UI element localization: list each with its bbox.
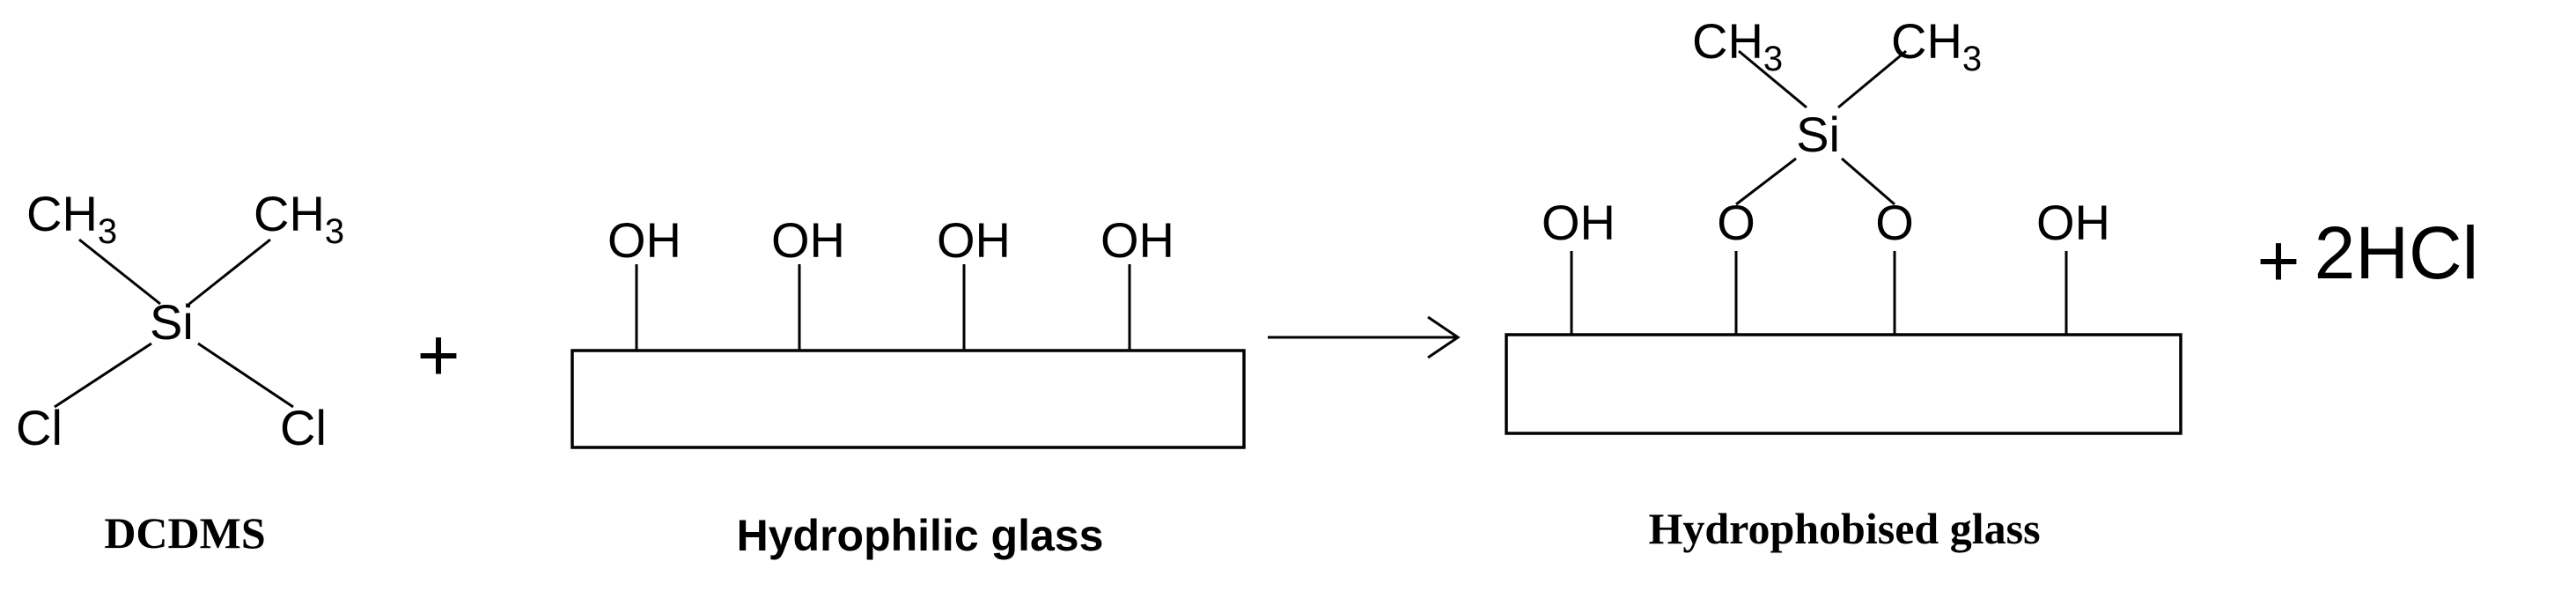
hydrophobised-glass-plate [1505,333,2182,435]
hydrophobised-silicon-atom: Si [1796,107,1840,162]
dcdms-bond-si-methyl-right [188,238,271,306]
hydrophilic-hydroxyl-1: OH [607,212,681,268]
dcdms-bond-si-cl-left [54,342,152,409]
hydrophobised-glass-caption: Hydrophobised glass [1648,504,2040,553]
plus-sign-first: + [416,314,460,396]
hydrophilic-glass: OH OH OH OH Hydrophilic glass [570,212,1246,560]
reaction-arrow [1268,315,1461,359]
hydrophilic-hydroxyl-3: OH [937,212,1011,268]
hydrophobised-hydroxyl-right: OH [2036,195,2110,250]
hydrophilic-glass-caption: Hydrophilic glass [737,511,1104,560]
hydrophobised-bond-si-methyl-right [1837,49,1907,109]
dcdms-methyl-left: CH3 [26,186,117,251]
hydrophobised-bond-si-methyl-left [1738,49,1807,109]
hydrophobised-hydroxyl-left: OH [1542,195,1616,250]
hydrophobised-bond-o-si-left [1735,157,1797,206]
dcdms-methyl-right: CH3 [254,186,344,251]
dcdms-caption: DCDMS [104,508,265,558]
reaction-arrow-head [1427,315,1461,359]
dcdms-bond-si-methyl-left [78,238,161,306]
dcdms-silicon-atom: Si [150,294,194,350]
dcdms-molecule: CH3 CH3 Si Cl Cl DCDMS [16,186,344,558]
hydrophilic-glass-plate [570,349,1246,449]
dcdms-chlorine-left: Cl [16,400,63,455]
hydrophilic-hydroxyl-4: OH [1100,212,1174,268]
dcdms-bond-si-cl-right [197,342,294,409]
hydrophobised-bond-o-si-right [1841,157,1895,206]
dcdms-chlorine-right: Cl [280,400,327,455]
byproduct-formula: 2HCl [2315,211,2479,294]
plus-sign-second: + [2256,219,2300,302]
hydrophilic-hydroxyl-2: OH [771,212,845,268]
hydrophobised-glass: OH O O OH Si CH3 CH3 Hydrophobised glass [1505,13,2182,553]
hydrophobised-methyl-right: CH3 [1891,13,1982,78]
hydrophobised-methyl-left: CH3 [1692,13,1783,78]
